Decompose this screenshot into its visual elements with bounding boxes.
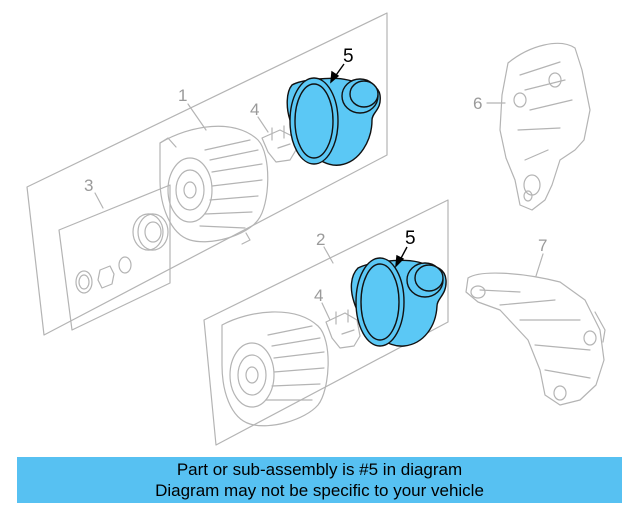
leader-2 [323,246,334,264]
part-5-cover-top [286,77,381,166]
callout-7: 7 [538,236,547,255]
leader-4-top [257,116,269,133]
banner-line-part: Part or sub-assembly is #5 in diagram [176,460,463,479]
callout-2: 2 [316,230,325,249]
regulator-bottom [325,309,361,349]
callout-3: 3 [84,176,93,195]
banner-line-disclaimer: Diagram may not be specific to your vehi… [155,481,484,500]
callout-1: 1 [178,86,187,105]
leader-4-bottom [321,302,331,321]
nut [97,265,115,289]
leader-3 [94,192,104,209]
sub-assembly-3-panel [58,184,171,331]
arrowhead-5-bottom [395,254,405,268]
regulator-top [261,125,297,163]
callout-6: 6 [473,94,482,113]
leader-1 [187,103,207,131]
bracket-6 [499,42,591,211]
callout-4-bottom: 4 [314,286,323,305]
washer-ring [75,270,93,294]
assembly-2-panel [203,199,449,446]
info-banner: Part or sub-assembly is #5 in diagram Di… [17,457,622,503]
part-5-cover-bottom [350,257,447,347]
arrowhead-5-top [330,70,340,84]
callout-4-top: 4 [250,100,259,119]
bracket-7 [465,272,606,406]
alternator-top [159,125,269,245]
callout-5-bottom: 5 [405,228,416,249]
parts-diagram: 1 2 3 4 4 5 5 6 7 [26,12,606,446]
assembly-1-panel [26,12,388,336]
alternator-bottom [221,311,329,427]
pulley [132,213,169,251]
leader-7 [535,253,544,277]
spacer-ring [118,256,132,274]
callout-5-top: 5 [343,46,354,67]
